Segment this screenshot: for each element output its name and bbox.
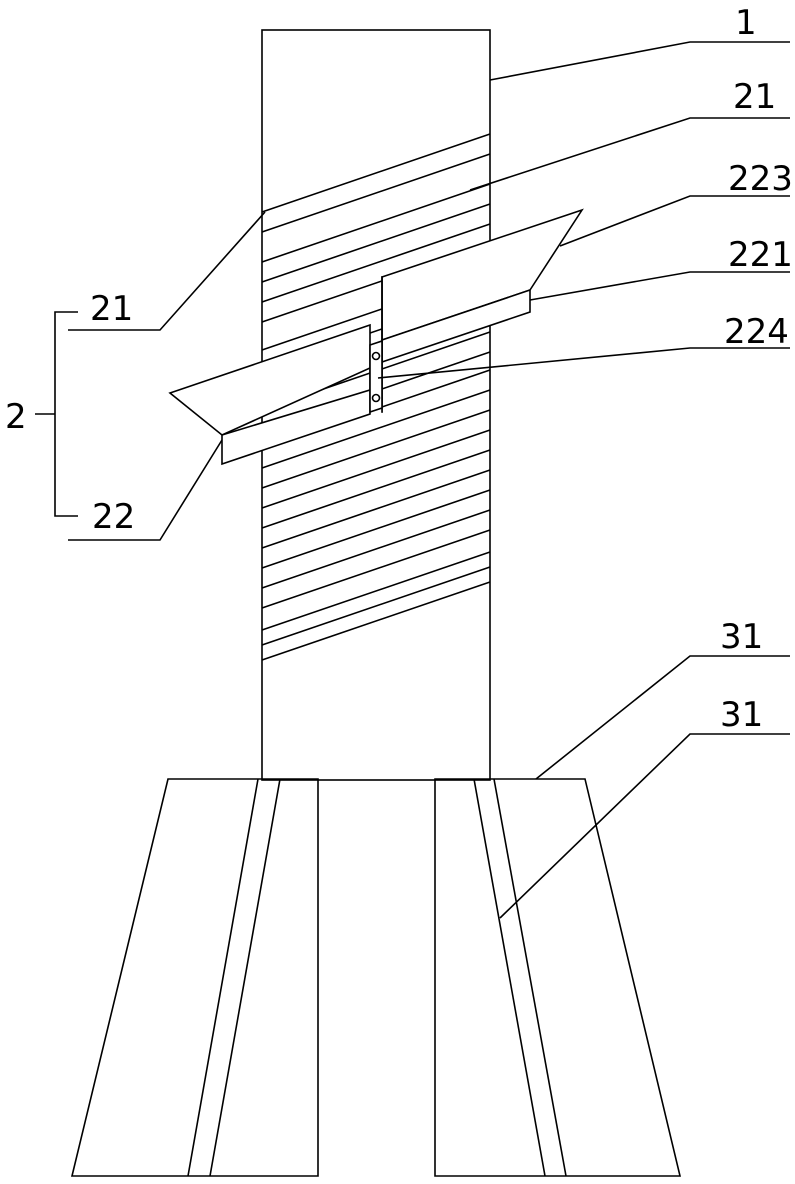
thread-line (262, 567, 490, 645)
label-22: 22 (92, 497, 135, 537)
thread-line (262, 582, 490, 660)
label-21-left: 21 (90, 289, 133, 329)
base-left-slot-line-2 (210, 779, 280, 1176)
label-223: 223 (728, 159, 793, 199)
thread-line (262, 510, 490, 588)
thread-line (262, 184, 490, 262)
thread-line (262, 530, 490, 608)
base-right-slot-line-1 (474, 779, 545, 1176)
thread-line (262, 490, 490, 568)
thread-line (262, 552, 490, 630)
label-2: 2 (5, 397, 27, 437)
leader-lines (35, 42, 790, 918)
base-right (435, 779, 680, 1176)
base-right-slot-line-2 (494, 779, 566, 1176)
thread-line (262, 430, 490, 508)
base-left (72, 779, 318, 1176)
thread-line (262, 470, 490, 548)
label-31-a: 31 (720, 617, 763, 657)
label-21-right: 21 (733, 77, 776, 117)
label-224: 224 (724, 312, 789, 352)
label-31-b: 31 (720, 695, 763, 735)
base-left-slot-line-1 (188, 779, 258, 1176)
thread-line (262, 134, 490, 212)
thread-line (262, 450, 490, 528)
label-221: 221 (728, 235, 793, 275)
thread-line (262, 154, 490, 232)
label-1: 1 (735, 3, 757, 43)
